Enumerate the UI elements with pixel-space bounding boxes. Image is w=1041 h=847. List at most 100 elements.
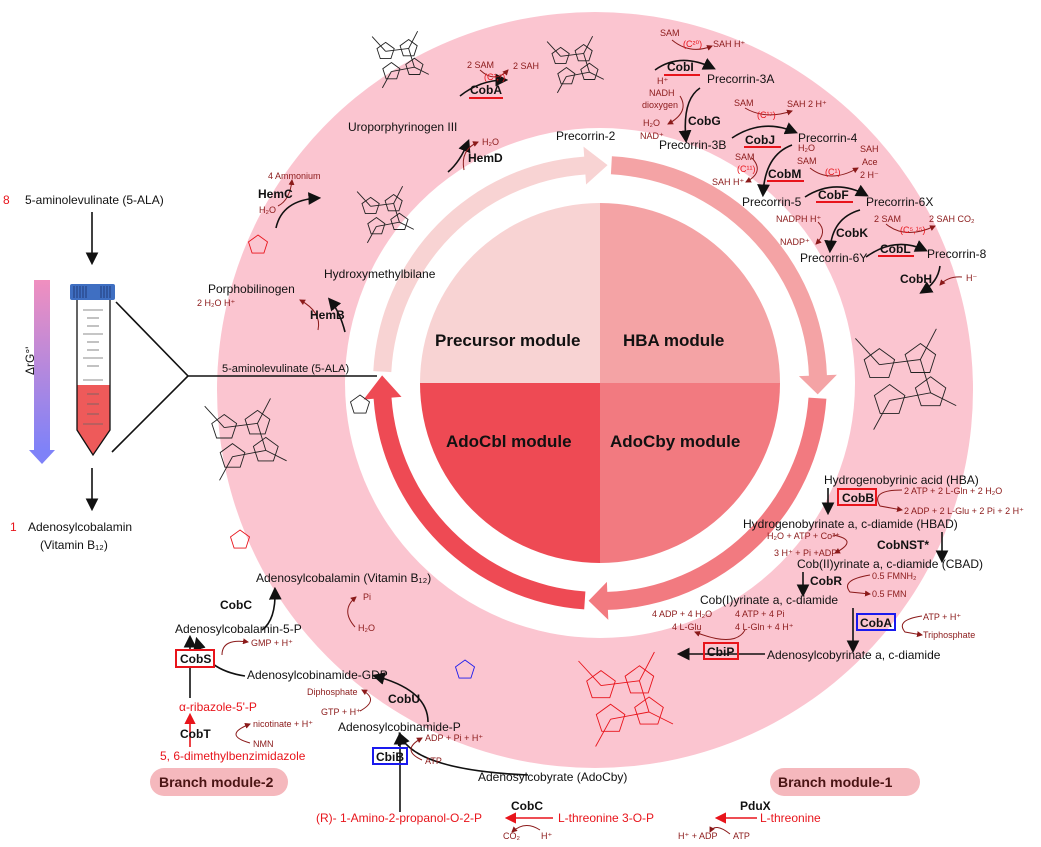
cofactor: 4 ATP + 4 Pi — [735, 609, 784, 619]
module-circle: Precursor module HBA module AdoCbl modul… — [420, 203, 780, 563]
energy-gradient-arrowhead — [29, 450, 55, 464]
compound-ala: 5-aminolevulinate (5-ALA) — [222, 363, 349, 375]
cofactor: SAH 2 H⁺ — [787, 99, 827, 109]
enzyme-cobr: CobR — [810, 574, 842, 588]
cofactor: H₂O + ATP + Co²⁺ — [767, 531, 840, 541]
cofactor: SAH H⁺ — [713, 39, 746, 49]
module-label-hba: HBA module — [623, 331, 724, 350]
energy-gradient-bar — [34, 280, 50, 450]
cycle-arrow-precursor — [373, 146, 608, 373]
compound-amino-propanol-p: (R)- 1-Amino-2-propanol-O-2-P — [316, 811, 482, 825]
cofactor: Pi — [363, 592, 371, 602]
adenosyl-ribose-structure — [349, 394, 371, 414]
cofactor: 2 SAM — [467, 60, 494, 70]
enzyme-cobm: CobM — [768, 167, 801, 181]
compound-cbad: Cob(II)yrinate a, c-diamide (CBAD) — [797, 557, 983, 571]
cofactor: H⁺ — [541, 831, 552, 841]
cofactor: H₂O — [358, 623, 375, 633]
enzyme-coba: CobA — [470, 83, 502, 97]
cycle-arrow-adocby — [588, 397, 827, 620]
cofactor: 2 ADP + 2 L-Glu + 2 Pi + 2 H⁺ — [904, 506, 1024, 516]
cofactor: NADH — [649, 88, 675, 98]
adenosyl-structure — [454, 659, 476, 679]
compound-adocbi-p: Adenosylcobinamide-P — [338, 720, 461, 734]
compound-precorrin-4: Precorrin-4 — [798, 131, 858, 145]
enzyme-cobs: CobS — [180, 652, 211, 666]
cofactor: 2 SAH — [513, 61, 539, 71]
enzyme-cobg: CobG — [688, 114, 721, 128]
module-label-precursor: Precursor module — [435, 331, 581, 350]
cofactor: H₂O — [798, 143, 815, 153]
compound-hbad: Hydrogenobyrinate a, c-diamide (HBAD) — [743, 517, 958, 531]
enzyme-cobj: CobJ — [745, 133, 775, 147]
methylation-site: (C²,⁷) — [484, 72, 505, 82]
quadrant-adocby — [600, 383, 780, 563]
substrate-label: 5-aminolevulinate (5-ALA) — [25, 193, 164, 207]
axis-label-drg: ΔrG°' — [23, 347, 37, 375]
count-bottom: 1 — [10, 520, 17, 534]
compound-threonine: L-threonine — [760, 811, 821, 825]
enzyme-cobc-2: CobC — [511, 799, 543, 813]
module-label-adocbl: AdoCbl module — [446, 432, 572, 451]
enzyme-pdux: PduX — [740, 799, 771, 813]
hba-structure — [855, 328, 957, 430]
compound-precorrin-5: Precorrin-5 — [742, 195, 802, 209]
compound-precorrin-6x: Precorrin-6X — [866, 195, 933, 209]
module-label-adocby: AdoCby module — [610, 432, 740, 451]
cofactor: SAM — [735, 152, 755, 162]
cofactor: NAD⁺ — [640, 131, 664, 141]
methylation-site: (C¹¹) — [737, 164, 756, 174]
cofactor: SAM — [660, 28, 680, 38]
cofactor: 3 H⁺ + Pi +ADP — [774, 548, 837, 558]
compound-precorrin-8: Precorrin-8 — [927, 247, 987, 261]
zoom-callout-lines — [111, 301, 377, 453]
compound-porphobilinogen: Porphobilinogen — [208, 282, 295, 296]
cofactor: 2 SAH CO₂ — [929, 214, 975, 224]
enzyme-cbib: CbiB — [376, 750, 404, 764]
cofactor: CO₂ — [503, 831, 521, 841]
cofactor: dioxygen — [642, 100, 678, 110]
cofactor: ADP + Pi + H⁺ — [425, 733, 483, 743]
cofactor: Ace — [862, 157, 878, 167]
compound-adocby: Adenosylcobyrate (AdoCby) — [478, 770, 627, 784]
quadrant-adocbl — [420, 383, 600, 563]
enzyme-hemc: HemC — [258, 187, 293, 201]
compound-hydroxymethylbilane: Hydroxymethylbilane — [324, 267, 436, 281]
cofactor: H⁺ — [657, 76, 668, 86]
cofactor: NADPH H⁺ — [776, 214, 822, 224]
cycle-arrow-adocbl — [363, 375, 586, 610]
ribazole-structure — [229, 529, 251, 549]
enzyme-cobc: CobC — [220, 598, 252, 612]
branch-module-2: Branch module-2 — [150, 768, 288, 796]
compound-precorrin-3a: Precorrin-3A — [707, 72, 774, 86]
enzyme-hemb: HemB — [310, 308, 345, 322]
enzyme-cobf: CobF — [818, 188, 849, 202]
compound-labels: 5-aminolevulinate (5-ALA) Porphobilinoge… — [160, 72, 987, 825]
cycle-arrow-hba — [610, 156, 837, 395]
compound-ribazole: α-ribazole-5'-P — [179, 700, 257, 714]
cofactor: 4 L-Gln + 4 H⁺ — [735, 622, 794, 632]
cofactor: 0.5 FMNH₂ — [872, 571, 917, 581]
enzyme-cobi: CobI — [667, 60, 694, 74]
compound-precorrin-6y: Precorrin-6Y — [800, 251, 867, 265]
uroporphyrinogen-structure — [371, 30, 430, 89]
cofactor: H⁺ + ADP — [678, 831, 718, 841]
cofactor: NMN — [253, 739, 274, 749]
branch-module-1: Branch module-1 — [770, 768, 920, 796]
adocbl-structure — [204, 398, 287, 481]
enzyme-coba-2: CobA — [860, 616, 892, 630]
cofactor: 2 H⁻ — [860, 170, 879, 180]
tube-icon — [70, 284, 115, 457]
cofactor: 4 Ammonium — [268, 171, 321, 181]
cofactor: 2 H₂O H⁺ — [197, 298, 235, 308]
cofactor: Diphosphate — [307, 687, 358, 697]
compound-precorrin-3b: Precorrin-3B — [659, 138, 726, 152]
enzyme-labels: HemB HemC HemD CobA CobI CobG CobJ CobM … — [175, 60, 932, 813]
cofactor: SAM — [797, 156, 817, 166]
methylation-site: (C⁵,¹⁵) — [900, 225, 925, 235]
cofactor: ATP — [733, 831, 750, 841]
cofactor: ATP — [425, 756, 442, 766]
enzyme-cobh: CobH — [900, 272, 932, 286]
enzyme-cobb: CobB — [842, 491, 874, 505]
